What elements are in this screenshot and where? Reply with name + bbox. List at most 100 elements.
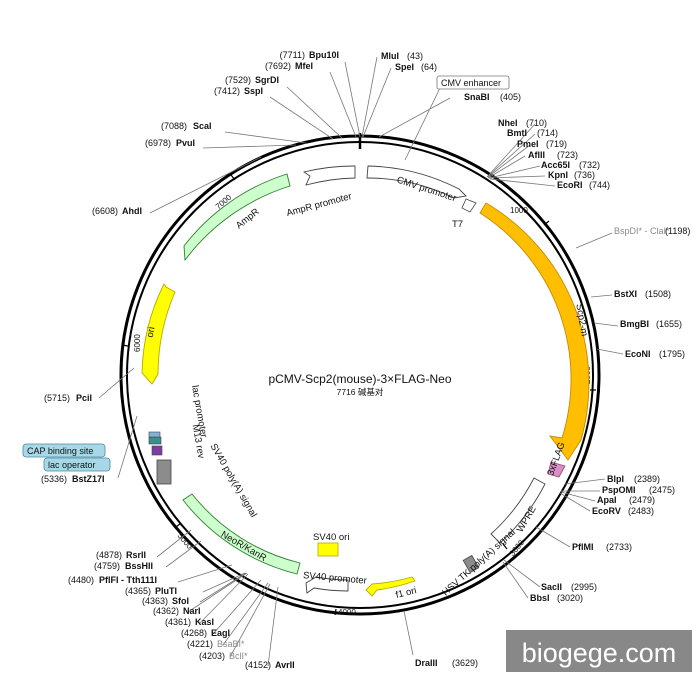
site-name: BstZ17I [72,474,105,484]
f1-ori-label: f1 ori [395,585,418,601]
site-name: PflFI - Tth111I [99,575,157,585]
sv40-ori-box [317,542,339,557]
site-pos: (7711) [280,50,305,60]
site-sfoi: (4363) SfoI [142,596,189,606]
site-pos: (4268) [181,628,207,638]
site-pos: (1795) [659,349,685,359]
site-pos: (4221) [187,639,213,649]
site-pos: (5715) [44,393,70,403]
site-pos: (7692) [265,61,291,71]
site-bmti: BmtI (714) [507,128,558,138]
site-pluti: (4365) PluTI [125,586,177,596]
site-pos: (7088) [161,121,187,131]
site-name: AhdI [122,206,142,216]
3xflag-label: 3xFLAG [545,441,567,478]
m13-rev-box [148,436,162,445]
site-name: AvrII [275,660,295,670]
sv40-promoter-arrow [305,576,349,594]
site-pos: (64) [421,62,437,72]
site-bbsi: BbsI (3020) [530,593,583,603]
site-snabi: SnaBI (405) [464,92,521,102]
site-pmei: PmeI (719) [517,139,567,149]
site-pos: (4203) [199,651,225,661]
site-name: Acc65I [541,160,570,170]
site-name: BclI* [229,651,248,661]
neor-kanr-label: NeoR/KanR [219,529,269,564]
site-bsabi: (4221) BsaBI* [187,639,245,649]
site-econi: EcoNI (1795) [625,349,685,359]
f1-ori-tip [364,586,371,587]
site-pos: (719) [546,139,567,149]
wpre-arrow [490,477,546,544]
site-pvui: (6978) PvuI [145,138,195,148]
site-avrii: (4152) AvrII [245,660,295,670]
site-pos: (2479) [629,495,655,505]
site-pos: (723) [557,150,578,160]
site-name: ScaI [193,121,212,131]
site-sspi: (7412) SspI [214,86,263,96]
site-pspomi: PspOMI (2475) [602,485,675,495]
3xflag-marker [547,461,566,478]
site-pos: (4361) [165,617,191,627]
site-name: BlpI [607,474,624,484]
site-pos: (1655) [656,319,682,329]
sv40-polya-label: SV40 poly(A) signal [208,442,259,520]
tick-label-4000: 4000 [338,608,356,617]
site-name: SpeI [395,62,414,72]
site-pos: (4362) [153,606,179,616]
site-labels: (7711) Bpu10I (7692) MfeI (7529) SgrDI (… [41,50,690,670]
cap-binding-site-label: CAP binding site [27,446,93,456]
site-name: PvuI [176,138,195,148]
ori-label: ori [145,326,158,338]
ampr-promoter-arrow [302,165,356,186]
lac-operator-label: lac operator [48,460,96,470]
ampr-promoter-label: AmpR promoter [285,191,353,219]
sv40-polya-box [156,459,172,485]
site-blpi: BlpI (2389) [607,474,660,484]
site-name: BstXI [614,289,637,299]
site-pos: (3020) [557,593,583,603]
f1-ori-arrow [365,576,416,597]
hsv-tk-polya-box [462,554,480,574]
site-mfei: (7692) MfeI [265,61,313,71]
site-ecori: EcoRI (744) [557,180,610,190]
site-bstxi: BstXI (1508) [614,289,671,299]
site-scai: (7088) ScaI [161,121,212,131]
cmv-enhancer-label: CMV enhancer [441,78,501,88]
site-name: EcoNI [625,349,651,359]
site-kpni: KpnI (736) [548,170,595,180]
tick-label-6000: 6000 [133,334,142,352]
site-name: EcoRI [557,180,583,190]
site-pos: (736) [574,170,595,180]
scale-ticks [121,174,596,616]
site-name: MfeI [295,61,313,71]
site-name: AflII [528,150,545,160]
site-pos: (1198) [665,226,690,236]
site-name: BspDI* - ClaI* [614,226,670,236]
site-name: DraIII [415,658,438,668]
site-pos: (43) [407,51,423,61]
site-pos: (5336) [41,474,67,484]
site-name: BmtI [507,128,527,138]
site-pos: (405) [500,92,521,102]
site-name: EcoRV [592,506,621,516]
site-rsrii: (4878) RsrII [96,550,146,560]
site-name: SacII [541,582,562,592]
plasmid-size: 7716 碱基对 [337,387,384,397]
site-name: SnaBI [464,92,490,102]
site-pos: (4759) [94,561,120,571]
site-kasi: (4361) KasI [165,617,214,627]
ampr-arrow [183,173,291,262]
site-pos: (710) [526,118,547,128]
site-name: NheI [498,118,518,128]
site-name: BbsI [530,593,550,603]
site-pos: (7412) [214,86,240,96]
sv40-ori-label: SV40 ori [313,532,349,543]
site-pos: (7529) [225,75,251,85]
site-pos: (732) [579,160,600,170]
site-pflmi: PflMI (2733) [572,542,632,552]
site-pos: (4152) [245,660,271,670]
site-pos: (2483) [628,506,654,516]
site-name: NarI [183,606,201,616]
